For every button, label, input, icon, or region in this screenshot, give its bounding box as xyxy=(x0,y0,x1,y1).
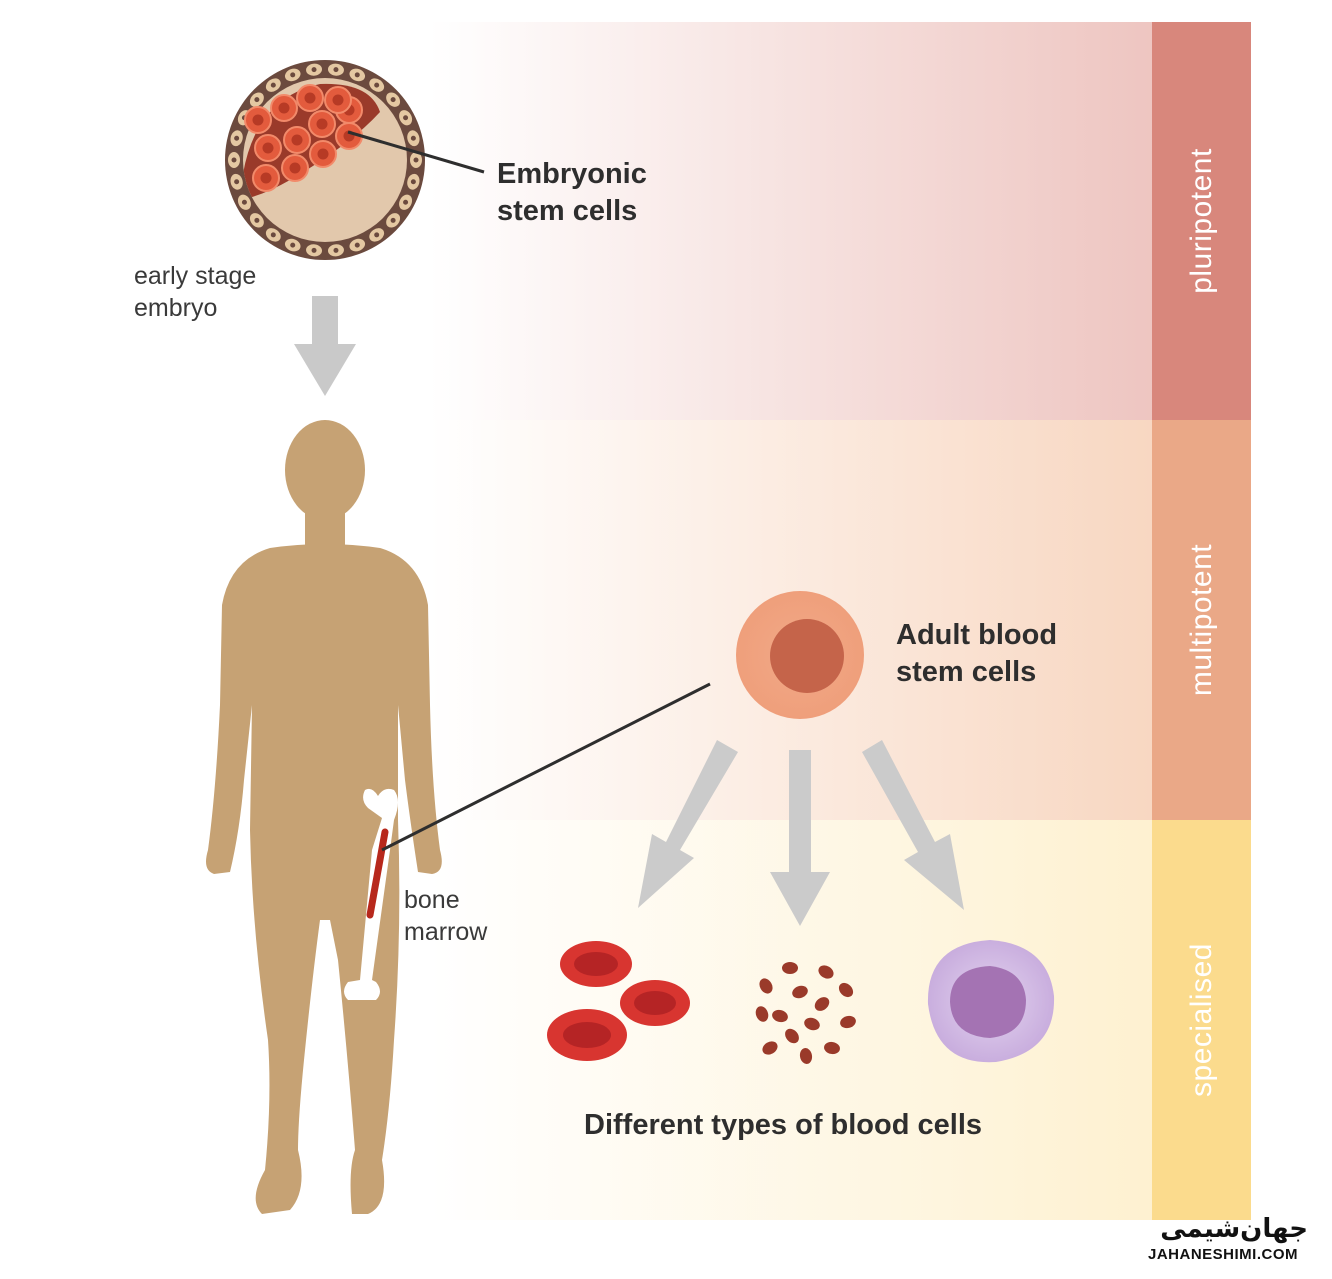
platelet xyxy=(772,1009,788,1023)
embryonic-stem-cell xyxy=(296,84,324,112)
platelet xyxy=(759,978,773,994)
embryo-outer-cell xyxy=(327,244,344,257)
embryo-outer-cell xyxy=(386,92,401,107)
embryo-outer-cell xyxy=(265,78,281,92)
embryo-label-line-1: early stage xyxy=(134,262,257,290)
adult-label-line-1: Adult blood xyxy=(896,619,1058,651)
embryonic-pointer-line xyxy=(347,130,485,174)
platelet xyxy=(799,1048,813,1064)
embryo-outer-cell xyxy=(386,213,401,228)
bone-marrow-label: bone marrow xyxy=(404,884,487,948)
arrow-to-white-cell xyxy=(862,740,964,910)
specialised-column: specialised xyxy=(1152,820,1251,1220)
embryonic-stem-cell xyxy=(252,164,280,192)
marrow-label-line-2: marrow xyxy=(404,918,488,946)
embryonic-stem-cells-label: Embryonic stem cells xyxy=(497,156,647,230)
adult-blood-stem-cell xyxy=(736,591,864,719)
pluripotent-band-bg xyxy=(430,22,1152,420)
platelet xyxy=(818,965,834,979)
platelet xyxy=(755,1006,769,1022)
embryonic-stem-cell xyxy=(270,94,298,122)
embryonic-label-line-1: Embryonic xyxy=(497,158,647,190)
embryo-outer-cell xyxy=(249,92,264,107)
embryonic-stem-cell xyxy=(254,134,282,162)
platelet xyxy=(762,1041,778,1055)
embryo-outer-cell xyxy=(399,194,413,210)
embryonic-stem-cell xyxy=(244,106,272,134)
logo-latin-text: JAHANESHIMI.COM xyxy=(1148,1246,1299,1263)
embryo-outer-cell xyxy=(407,130,420,147)
platelet xyxy=(838,982,854,998)
platelet xyxy=(814,997,830,1011)
embryonic-label-line-2: stem cells xyxy=(497,195,638,227)
embryo-outer-cell xyxy=(306,63,323,76)
embryo-outer-cell xyxy=(399,110,413,126)
embryo-outer-cell xyxy=(265,228,281,242)
platelet xyxy=(785,1028,799,1044)
embryonic-stem-cell-cluster xyxy=(244,84,363,192)
platelet xyxy=(824,1041,840,1055)
embryo-outer-cell xyxy=(349,68,366,82)
embryo-outer-cell xyxy=(228,152,240,168)
white-blood-cell xyxy=(927,940,1055,1063)
pluripotent-column: pluripotent xyxy=(1152,22,1251,420)
embryonic-stem-cell xyxy=(281,154,309,182)
embryo-outer-cell xyxy=(230,173,243,190)
embryo-outer-cell xyxy=(284,238,301,252)
embryo-outer-cell xyxy=(369,78,385,92)
multipotent-column: multipotent xyxy=(1152,420,1251,820)
red-blood-cell xyxy=(560,941,632,987)
adult-blood-stem-cells-label: Adult blood stem cells xyxy=(896,617,1057,691)
embryonic-stem-cell xyxy=(283,126,311,154)
marrow-pointer-line xyxy=(381,682,711,852)
red-blood-cell xyxy=(547,1009,627,1061)
arrow-to-red-cells xyxy=(638,740,738,908)
embryo-label-line-2: embryo xyxy=(134,294,218,322)
platelet xyxy=(792,985,808,999)
embryo-outer-cells xyxy=(228,63,422,257)
embryo-outer-cell xyxy=(230,130,243,147)
red-blood-cell xyxy=(620,980,690,1026)
embryo-outer-cell xyxy=(237,194,251,210)
logo-persian-text: جهان‌شیمی xyxy=(1160,1214,1308,1244)
embryo-outer-cell xyxy=(407,173,420,190)
marrow-label-line-1: bone xyxy=(404,886,460,914)
red-blood-cells xyxy=(547,941,690,1061)
embryo-outer-cell xyxy=(369,228,385,242)
embryo-outer-cell xyxy=(349,238,366,252)
platelet xyxy=(782,962,798,974)
embryo-outer-cell xyxy=(284,68,301,82)
adult-label-line-2: stem cells xyxy=(896,656,1037,688)
embryonic-stem-cell xyxy=(308,110,336,138)
development-arrow xyxy=(294,296,356,396)
platelet xyxy=(840,1015,856,1029)
platelets xyxy=(755,962,856,1064)
embryo-outer-cell xyxy=(410,152,422,168)
embryonic-stem-cell xyxy=(324,86,352,114)
jahaneshimi-logo: جهان‌شیمی JAHANESHIMI.COM xyxy=(1148,1214,1312,1270)
differentiation-arrows xyxy=(638,740,964,926)
early-stage-embryo-label: early stage embryo xyxy=(134,260,256,324)
embryo-outer-cell xyxy=(249,213,264,228)
arrow-to-platelets xyxy=(770,750,830,926)
platelet xyxy=(804,1017,820,1031)
bone-marrow-strip xyxy=(366,828,389,919)
blood-cell-types-label: Different types of blood cells xyxy=(584,1109,982,1141)
human-silhouette xyxy=(206,420,442,1214)
early-stage-embryo xyxy=(225,60,425,260)
embryonic-stem-cell xyxy=(309,140,337,168)
embryo-outer-cell xyxy=(327,63,344,76)
embryo-outer-cell xyxy=(306,244,323,257)
femur-bone xyxy=(344,788,398,1000)
